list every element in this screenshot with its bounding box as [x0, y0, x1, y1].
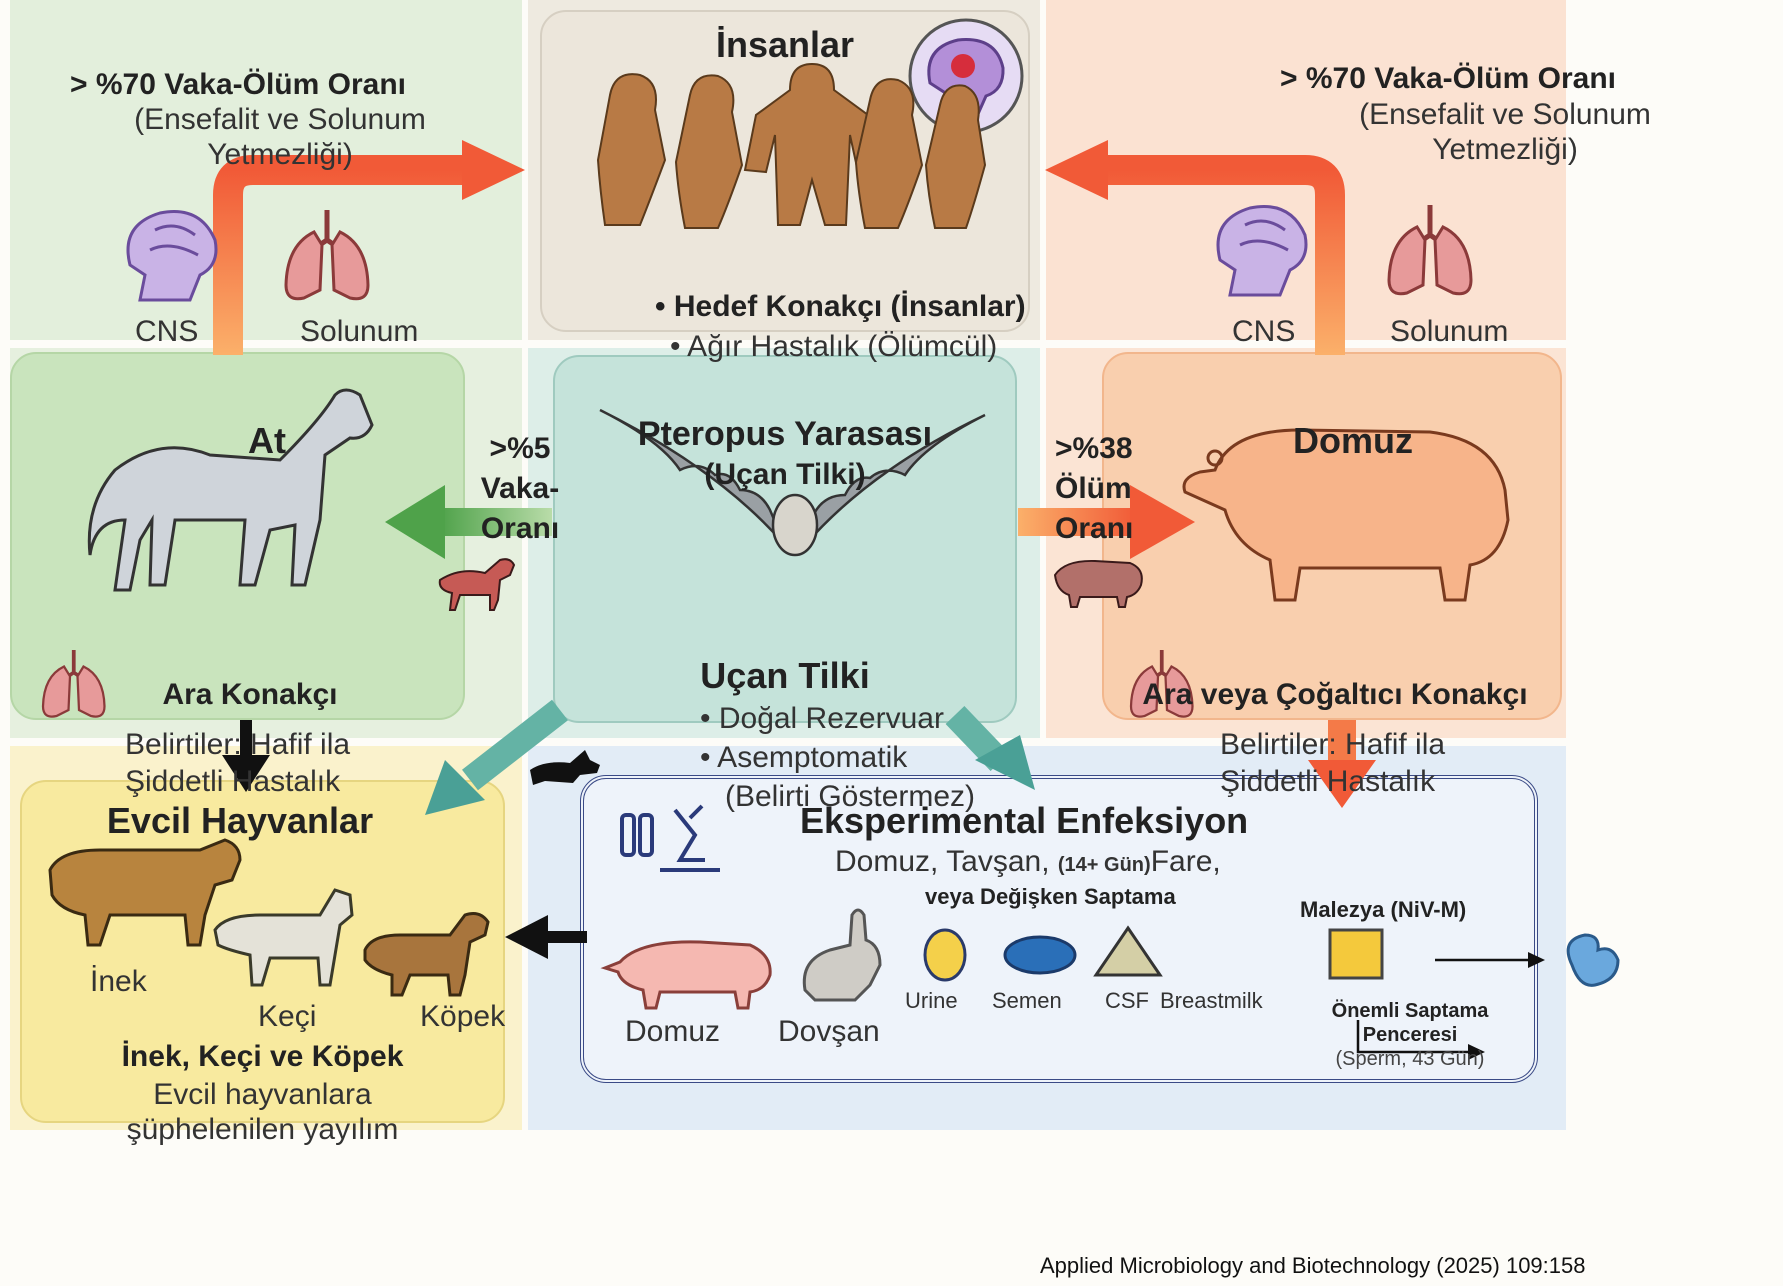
exp-rabbit-label: Dovşan	[778, 1015, 880, 1049]
pig-host: Ara veya Çoğaltıcı Konakçı	[1110, 678, 1560, 712]
bat-bullet-1: • Doğal Rezervuar	[700, 702, 944, 736]
experimental-line-1: Domuz, Tavşan, (14+ Gün)Fare,	[835, 845, 1221, 879]
semen-label: Semen	[992, 988, 1062, 1014]
breastmilk-shape	[1330, 930, 1382, 978]
horse-title: At	[248, 420, 286, 462]
top-left-cns-label: CNS	[135, 315, 198, 349]
pig-icon	[1055, 561, 1142, 607]
microscope-icon	[622, 806, 720, 870]
bat-name: Uçan Tilki	[553, 655, 1017, 697]
csf-label: CSF	[1105, 988, 1149, 1014]
urine-shape	[925, 930, 965, 980]
pig-symptoms-2: Şiddetli Hastalık	[1220, 765, 1435, 799]
experimental-title: Eksperimental Enfeksiyon	[800, 800, 1248, 842]
rabbit-icon	[804, 910, 880, 1000]
top-left-resp-label: Solunum	[300, 315, 418, 349]
experimental-line-1b: (14+ Gün)	[1058, 854, 1151, 876]
window-label-2: Penceresi	[1305, 1024, 1515, 1047]
experimental-line-2: veya Değişken Saptama	[925, 884, 1176, 910]
dog-icon	[530, 750, 600, 785]
bat-subtitle: (Uçan Tilki)	[553, 458, 1017, 492]
horse-symptoms-2: Şiddetli Hastalık	[125, 765, 340, 799]
cow-label: İnek	[90, 965, 147, 999]
pig-title: Domuz	[1293, 420, 1413, 462]
window-label-1: Önemli Saptama	[1305, 1000, 1515, 1023]
horse-rate-3: Oranı	[465, 512, 575, 546]
humans-title: İnsanlar	[540, 24, 1030, 66]
arrow-experimental-to-domestic	[505, 915, 587, 959]
horse-symptoms-1: Belirtiler: Hafif ila	[125, 728, 350, 762]
arrow-detection-to-sperm	[1435, 952, 1545, 968]
top-right-sub2: Yetmezliği)	[1265, 133, 1745, 167]
pig-rate-1: >%38	[1055, 432, 1133, 466]
top-right-rate: > %70 Vaka-Ölüm Oranı	[1280, 62, 1616, 96]
bat-bullet-2: • Asemptomatik	[700, 741, 907, 775]
semen-shape	[1005, 937, 1075, 973]
cow-icon	[50, 840, 240, 945]
window-label-3: (Sperm, 43 Gün)	[1305, 1048, 1515, 1071]
top-right-resp-label: Solunum	[1390, 315, 1508, 349]
domestic-summary: İnek, Keçi ve Köpek	[20, 1040, 505, 1074]
malaysia-label: Malezya (NiV-M)	[1300, 897, 1466, 923]
dog-label: Köpek	[420, 1000, 505, 1034]
urine-label: Urine	[905, 988, 958, 1014]
goat-label: Keçi	[258, 1000, 316, 1034]
bat-title: Pteropus Yarasası	[553, 415, 1017, 454]
top-left-sub1: (Ensefalit ve Solunum	[60, 103, 500, 137]
arrow-bat-to-experimental	[955, 715, 1035, 790]
top-right-cns-label: CNS	[1232, 315, 1295, 349]
experimental-line-1c: Fare,	[1151, 845, 1221, 878]
brain-icon	[1218, 207, 1306, 295]
exp-pig-label: Domuz	[625, 1015, 720, 1049]
pig-rate-3: Oranı	[1055, 512, 1133, 546]
lungs-icon	[286, 210, 368, 299]
humans-bullet-2: • Ağır Hastalık (Ölümcül)	[670, 330, 997, 364]
pig-icon	[605, 942, 770, 1008]
top-right-sub1: (Ensefalit ve Solunum	[1265, 98, 1745, 132]
domestic-desc-1: Evcil hayvanlara	[20, 1078, 505, 1112]
goat-icon	[215, 890, 352, 985]
top-left-rate: > %70 Vaka-Ölüm Oranı	[70, 68, 406, 102]
pig-rate-2: Ölüm	[1055, 472, 1132, 506]
domestic-desc-2: şüphelenilen yayılım	[20, 1113, 505, 1147]
sperm-icon	[1568, 935, 1618, 985]
horse-icon	[440, 559, 514, 610]
lungs-icon	[1389, 205, 1471, 294]
csf-shape	[1096, 928, 1160, 975]
pig-symptoms-1: Belirtiler: Hafif ila	[1220, 728, 1445, 762]
domestic-title: Evcil Hayvanlar	[20, 800, 460, 842]
dog-icon	[365, 914, 488, 995]
brain-icon	[128, 212, 216, 300]
top-left-sub2: Yetmezliği)	[60, 138, 500, 172]
horse-host: Ara Konakçı	[60, 678, 440, 712]
humans-bullet-1: • Hedef Konakçı (İnsanlar)	[655, 290, 1026, 324]
breastmilk-label: Breastmilk	[1160, 988, 1263, 1014]
experimental-line-1a: Domuz, Tavşan,	[835, 845, 1050, 878]
horse-icon	[89, 390, 372, 590]
citation: Applied Microbiology and Biotechnology (…	[1040, 1253, 1585, 1279]
